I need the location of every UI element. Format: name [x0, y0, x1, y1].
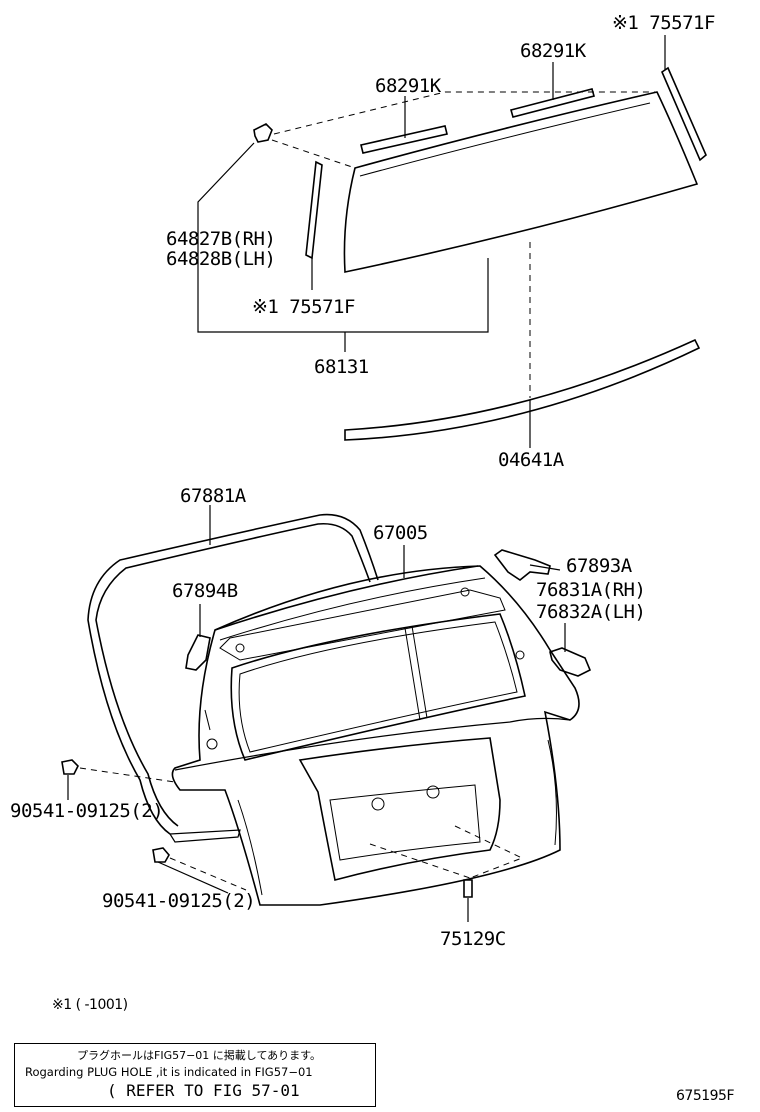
strip-68291K-right: [510, 88, 595, 118]
note-line-japanese: プラグホールはFIG57−01 に掲載してあります。: [77, 1049, 322, 1062]
label-75129C: 75129C: [440, 928, 506, 950]
leader-dashed-lower: [79, 767, 524, 891]
label-67005: 67005: [373, 522, 428, 544]
label-68291K-left: 68291K: [375, 75, 441, 97]
clip-64827B: [253, 123, 273, 143]
clip-90541-a: [61, 759, 79, 775]
label-68131: 68131: [314, 356, 369, 378]
hinge-67893A: [493, 549, 551, 581]
label-76832A: 76832A(LH): [536, 601, 646, 623]
molding-75571F-left: [305, 160, 323, 260]
molding-75571F-right: [661, 66, 707, 162]
label-67881A: 67881A: [180, 485, 246, 507]
back-door-panel: [171, 565, 580, 906]
strip-68291K-left: [360, 125, 448, 154]
label-75571F-top: ※1 75571F: [612, 12, 715, 34]
label-68291K-right: 68291K: [520, 40, 586, 62]
leader-dashed-upper: [271, 91, 657, 398]
label-75571F-left: ※1 75571F: [252, 296, 355, 318]
plug-75129C: [463, 879, 473, 898]
label-04641A: 04641A: [498, 449, 564, 471]
bracket-67894B: [185, 634, 211, 671]
hinge-76831A: [549, 647, 592, 677]
label-64828B: 64828B(LH): [166, 248, 276, 270]
figure-id: 675195F: [676, 1088, 735, 1104]
label-90541-a: 90541-09125(2): [10, 800, 164, 822]
weatherstrip-04641A: [344, 338, 701, 441]
label-64827B: 64827B(RH): [166, 228, 276, 250]
reference-note-box: プラグホールはFIG57−01 に掲載してあります。 Rogarding PLU…: [14, 1043, 376, 1107]
label-67893A: 67893A: [566, 555, 632, 577]
leader-lines-lower: [67, 505, 566, 922]
leader-lines-upper: [197, 35, 666, 448]
label-76831A: 76831A(RH): [536, 579, 646, 601]
note-line-refer: ( REFER TO FIG 57-01: [107, 1081, 300, 1100]
door-seal-67881A: [87, 513, 379, 843]
note-line-english: Rogarding PLUG HOLE ,it is indicated in …: [25, 1065, 313, 1079]
label-67894B: 67894B: [172, 580, 238, 602]
clip-90541-b: [152, 847, 170, 863]
label-90541-b: 90541-09125(2): [102, 890, 256, 912]
back-window-glass: [343, 91, 699, 273]
footnote: ※1 ( -1001): [52, 997, 128, 1013]
